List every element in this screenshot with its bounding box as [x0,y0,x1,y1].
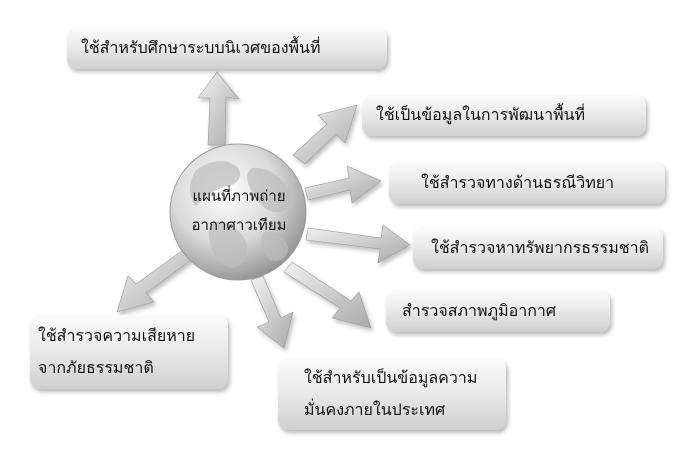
box-ecosystem: ใช้สำหรับศึกษาระบบนิเวศของพื้นที่ [67,28,387,69]
box-disaster-line2: จากภัยธรรมชาติ [38,358,154,377]
globe-landmass [190,161,292,268]
box-security: ใช้สำหรับเป็นข้อมูลความ มั่นคงภายในประเท… [278,358,506,430]
arrow-to-security [250,275,294,349]
arrow-to-climate [283,261,372,329]
box-development: ใช้เป็นข้อมูลในการพัฒนาพื้นที่ [362,95,646,136]
box-security-line2: มั่นคงภายในประเทศ [304,400,446,419]
box-ecosystem-label: ใช้สำหรับศึกษาระบบนิเวศของพื้นที่ [81,38,321,57]
box-resources: ใช้สำรวจหาทรัพยากรธรรมชาติ [413,227,663,269]
arrow-to-geology [304,165,382,204]
box-disaster: ใช้สำรวจความเสียหาย จากภัยธรรมชาติ [30,315,228,389]
box-resources-label: ใช้สำรวจหาทรัพยากรธรรมชาติ [431,237,649,257]
box-disaster-line1: ใช้สำรวจความเสียหาย [38,326,196,345]
box-climate-label: สำรวจสภาพภูมิอากาศ [402,300,557,320]
center-label-line2: อากาศาวเทียม [191,216,287,234]
box-climate: สำรวจสภาพภูมิอากาศ [386,290,610,332]
box-development-label: ใช้เป็นข้อมูลในการพัฒนาพื้นที่ [376,105,586,124]
box-geology: ใช้สำรวจทางด้านธรณีวิทยา [389,162,665,204]
arrow-group [116,71,411,349]
center-label: แผนที่ภาพถ่าย อากาศาวเทียม [180,182,298,240]
center-label-line1: แผนที่ภาพถ่าย [192,187,286,205]
arrow-to-disaster [116,244,199,313]
globe [169,143,307,281]
box-geology-label: ใช้สำรวจทางด้านธรณีวิทยา [421,172,615,192]
box-security-line1: ใช้สำหรับเป็นข้อมูลความ [304,368,478,387]
arrow-to-development [292,104,358,165]
arrow-to-ecosystem [197,71,240,146]
arrow-to-resources [305,224,411,264]
